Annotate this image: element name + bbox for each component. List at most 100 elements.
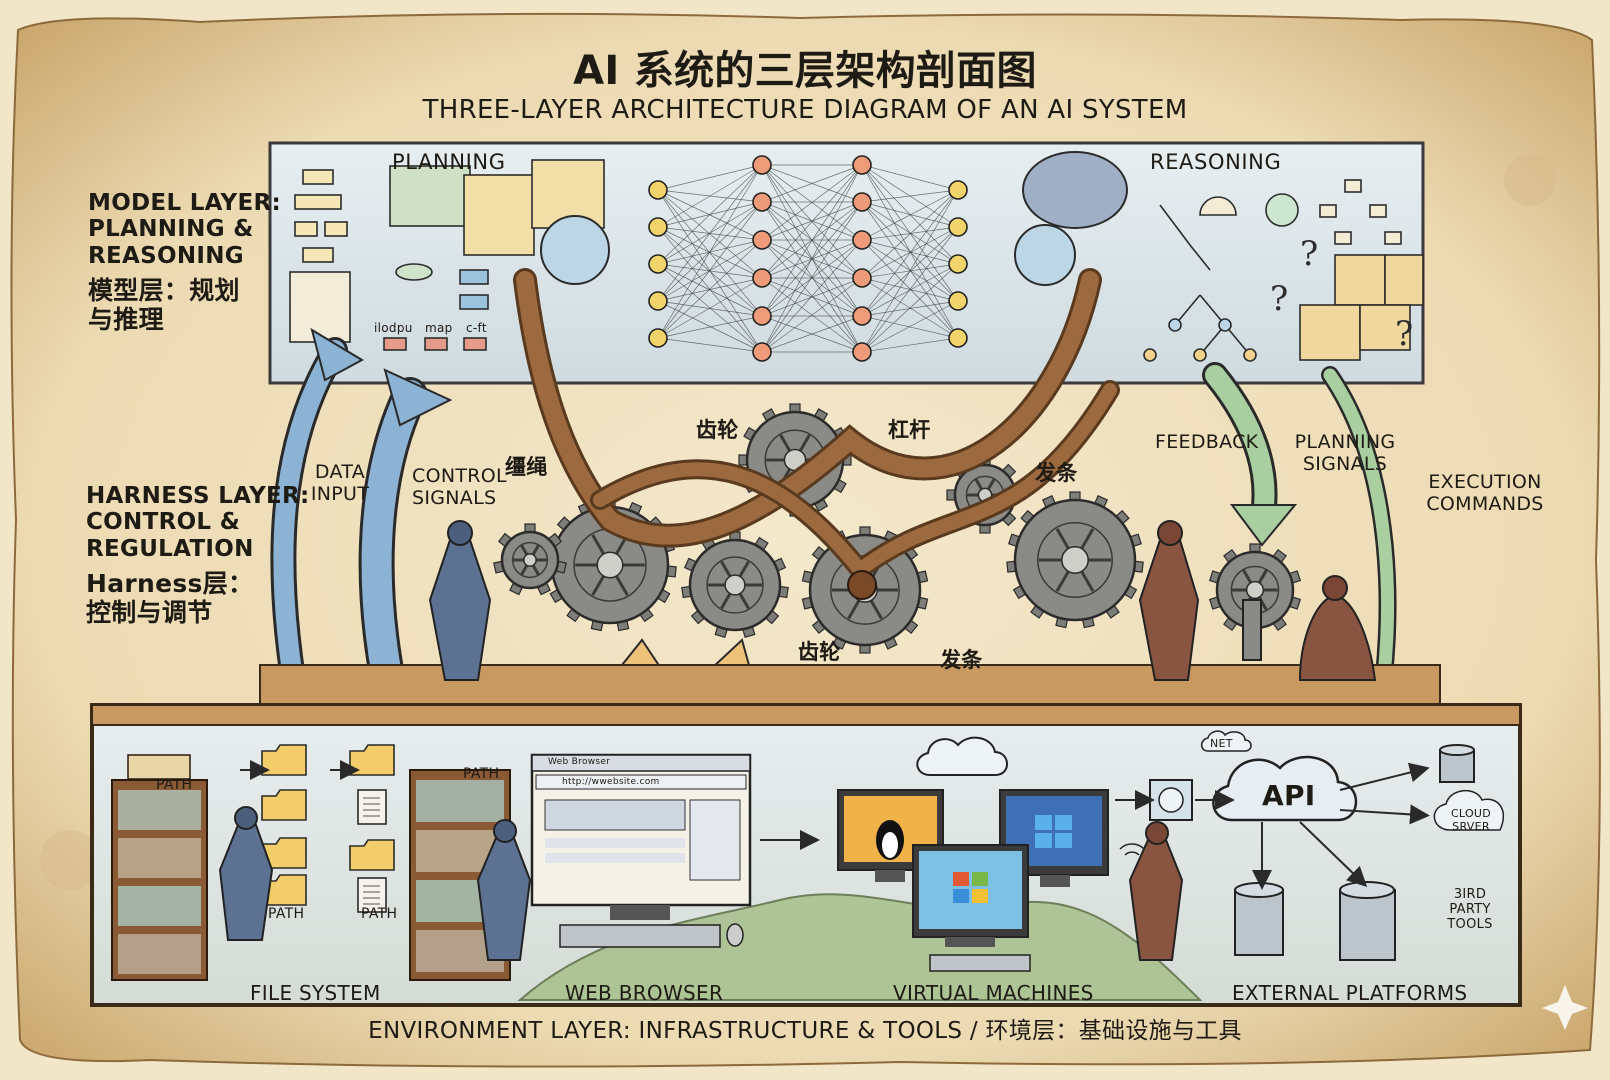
cloud-server-label: CLOUD SRVER <box>1450 807 1492 833</box>
neuron-node <box>752 192 772 212</box>
monk-figure <box>218 806 274 941</box>
net-label: NET <box>1210 737 1233 750</box>
database-icon <box>1439 744 1475 783</box>
neuron-node <box>752 268 772 288</box>
neuron-node <box>752 155 772 175</box>
folder-icon <box>349 839 395 871</box>
browser-url: http://wwebsite.com <box>562 777 660 787</box>
footer-caption: ENVIRONMENT LAYER: INFRASTRUCTURE & TOOL… <box>368 1018 1242 1044</box>
svg-text:?: ? <box>1300 234 1318 274</box>
database-icon <box>1234 882 1284 956</box>
harness-layer-label-en: HARNESS LAYER: CONTROL & REGULATION <box>86 483 310 562</box>
cloud-icon <box>1200 730 1252 752</box>
neuron-node <box>648 217 668 237</box>
monk-figure <box>1138 520 1200 681</box>
diagram-title-cn: AI 系统的三层架构剖面图 <box>573 48 1037 94</box>
neuron-node <box>752 342 772 362</box>
harness-machine <box>259 268 1441 706</box>
model-layer-label-cn: 模型层：规划 与推理 <box>88 276 240 334</box>
api-label: API <box>1262 779 1316 812</box>
gear-icon <box>493 523 567 596</box>
feedback-label: FEEDBACK <box>1155 431 1259 453</box>
neuron-node <box>948 180 968 200</box>
mini-label: c-ft <box>466 321 487 335</box>
keyboard-icon <box>929 954 1031 972</box>
planning-signals-label: PLANNING SIGNALS <box>1294 431 1396 475</box>
mini-label: ilodpu <box>374 321 413 335</box>
external-platforms-label: EXTERNAL PLATFORMS <box>1232 981 1468 1005</box>
puzzle-icon <box>1299 254 1424 361</box>
reasoning-heading: REASONING <box>1150 150 1282 174</box>
harness-layer-label-cn: Harness层： 控制与调节 <box>86 569 254 627</box>
path-label: PATH <box>361 906 398 922</box>
cloud-icon <box>1433 790 1505 831</box>
neuron-node <box>948 217 968 237</box>
neuron-node <box>648 291 668 311</box>
arrow-data-input <box>270 327 365 733</box>
svg-text:?: ? <box>1270 279 1288 319</box>
wifi-icon <box>1119 843 1145 856</box>
lever-part-label: 杠杆 <box>888 418 931 442</box>
reasoning-sketch <box>1143 179 1402 362</box>
execution-commands-label: EXECUTION COMMANDS <box>1426 471 1544 515</box>
model-layer-label-en: MODEL LAYER: PLANNING & REASONING <box>88 190 282 269</box>
neuron-node <box>948 328 968 348</box>
spring-post <box>1242 599 1262 661</box>
mini-flow-boxes <box>383 263 489 351</box>
neuron-node <box>852 230 872 250</box>
control-signals-label: CONTROL SIGNALS <box>412 465 507 509</box>
neuron-node <box>852 306 872 326</box>
path-label: PATH <box>268 906 305 922</box>
brain-icon <box>1014 224 1076 286</box>
web-browser-label: WEB BROWSER <box>565 981 724 1005</box>
question-mark-icon: ??? <box>1270 234 1413 354</box>
brain-icon <box>1022 151 1128 229</box>
monitor-icon <box>912 844 1031 972</box>
svg-text:?: ? <box>1395 314 1413 354</box>
planning-heading: PLANNING <box>392 150 506 174</box>
neuron-node <box>648 254 668 274</box>
document-icon <box>357 877 387 913</box>
third-party-tools-label: 3IRD PARTY TOOLS <box>1447 887 1493 932</box>
stain <box>1504 154 1556 206</box>
monitor-icon <box>837 789 944 882</box>
monk-figure <box>476 819 532 961</box>
neural-network <box>648 155 968 362</box>
folder-icon <box>261 789 307 821</box>
browser-title: Web Browser <box>548 757 611 767</box>
data-input-label: DATA INPUT <box>310 461 370 505</box>
spring-part-label: 发条 <box>940 648 983 672</box>
connection-arrows <box>240 760 1430 890</box>
brain-icon <box>540 215 610 285</box>
neuron-node <box>948 291 968 311</box>
monk-figure <box>428 520 492 681</box>
virtual-machines-label: VIRTUAL MACHINES <box>893 981 1094 1005</box>
gear-part-label: 齿轮 <box>798 640 841 664</box>
stain <box>40 830 100 890</box>
mouse-icon <box>726 923 744 947</box>
mini-label: map <box>425 321 453 335</box>
path-label: PATH <box>156 777 193 793</box>
database-icon <box>1339 881 1396 961</box>
document-icon <box>357 789 387 825</box>
path-label: PATH <box>463 766 500 782</box>
neuron-node <box>852 268 872 288</box>
cloud-icon <box>916 736 1008 776</box>
gear-icon <box>1006 491 1144 629</box>
browser-window-illustration <box>530 753 752 948</box>
windows-logo-icon <box>1035 815 1072 848</box>
windows-logo-icon <box>953 872 988 903</box>
reins-part-label: 缰绳 <box>505 455 548 479</box>
arrow-feedback <box>1202 362 1298 547</box>
environment-layer-box <box>90 703 1522 1007</box>
bookshelf-icon <box>111 754 208 981</box>
gear-icon <box>681 531 789 639</box>
neuron-node <box>752 230 772 250</box>
monk-figure <box>1298 575 1377 681</box>
file-system-label: FILE SYSTEM <box>250 981 381 1005</box>
neuron-node <box>648 180 668 200</box>
spring-part-label: 发条 <box>1035 461 1078 485</box>
keyboard-icon <box>559 924 721 948</box>
